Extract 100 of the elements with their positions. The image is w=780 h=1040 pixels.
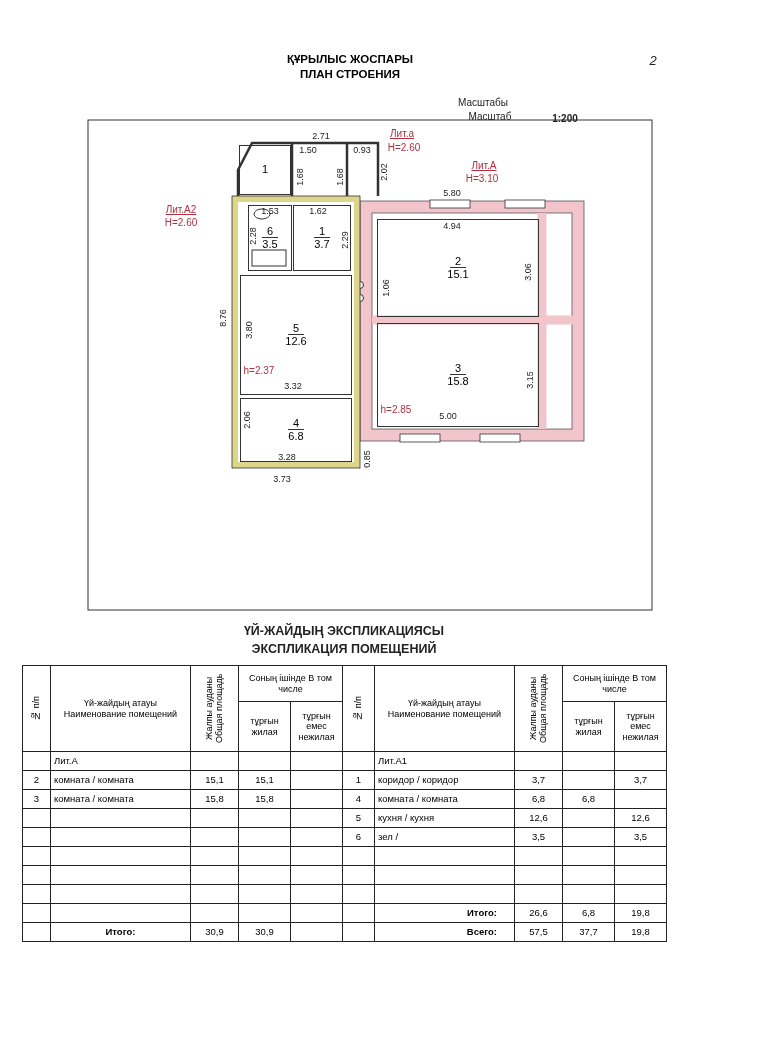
building-height-label: H=2.60 <box>387 143 421 153</box>
dimension-label: 3.06 <box>523 263 533 281</box>
room-number: 1 <box>313 224 331 238</box>
room-number: 5 <box>287 321 305 335</box>
room-outline <box>248 205 292 271</box>
room-number: 6 <box>261 224 279 238</box>
table-heading: ЭКСПЛИКАЦИЯ ПОМЕЩЕНИЙ <box>251 642 437 656</box>
area-value: 37,7 <box>579 926 598 938</box>
row-number: 6 <box>355 831 362 843</box>
page-number: 2 <box>649 53 657 67</box>
dimension-label: 2.29 <box>340 231 350 249</box>
dimension-label: 1.62 <box>309 206 327 216</box>
column-header: Соның ішінде В том числе <box>247 673 334 694</box>
area-value: 3,5 <box>531 831 546 843</box>
dimension-label: 2.71 <box>312 131 330 141</box>
column-header: тұрғын емес нежилая <box>621 711 660 742</box>
dimension-label: 1.50 <box>299 145 317 155</box>
area-value: 3,7 <box>531 774 546 786</box>
column-header: Үй-жайдың атауы Наименование помещений <box>62 698 179 719</box>
area-value: 3,5 <box>633 831 648 843</box>
room-number: 2 <box>449 254 467 268</box>
column-header: Жалпы ауданы Общая площадь <box>528 672 549 746</box>
room-area: 15.8 <box>447 374 469 389</box>
dimension-label: 4.94 <box>443 221 461 231</box>
area-value: 19,8 <box>631 926 650 938</box>
room-outline <box>240 275 352 395</box>
dimension-label: 2.02 <box>379 163 389 181</box>
room-area: 12.6 <box>285 334 307 349</box>
dimension-label: 0.85 <box>362 450 372 468</box>
room-outline <box>377 323 539 427</box>
room-name: кухня / кухня <box>378 812 435 824</box>
room-area: 3.7 <box>314 237 330 252</box>
building-height-label: H=2.60 <box>164 218 198 228</box>
dimension-label: 3.73 <box>273 474 291 484</box>
row-number: 3 <box>33 793 40 805</box>
room-area: 6.8 <box>288 429 304 444</box>
row-number: 1 <box>355 774 362 786</box>
column-header: Соның ішінде В том числе <box>571 673 658 694</box>
area-value: 6,8 <box>581 793 596 805</box>
column-header: № п/п <box>31 696 42 721</box>
section-label: Лит.А <box>54 755 78 767</box>
area-value: 19,8 <box>631 907 650 919</box>
section-label: Лит.А1 <box>378 755 408 767</box>
column-header: тұрғын жилая <box>249 716 280 737</box>
area-value: 15,1 <box>205 774 224 786</box>
dimension-label: 2.28 <box>248 227 258 245</box>
dimension-label: 3.28 <box>278 452 296 462</box>
area-value: 12,6 <box>631 812 650 824</box>
column-header: Үй-жайдың атауы Наименование помещений <box>386 698 503 719</box>
dimension-label: 8.76 <box>218 309 228 327</box>
room-outline <box>239 145 291 195</box>
room-number: 1 <box>261 163 269 177</box>
height-label: h=2.85 <box>380 405 412 415</box>
room-number: 4 <box>287 416 305 430</box>
area-value: 26,6 <box>529 907 548 919</box>
plan-title: ҚҰРЫЛЫС ЖОСПАРЫ ПЛАН СТРОЕНИЯ <box>285 52 415 82</box>
area-value: 15,8 <box>205 793 224 805</box>
row-number: 5 <box>355 812 362 824</box>
column-header: № п/п <box>353 696 364 721</box>
room-name: зел / <box>378 831 399 843</box>
total-label: Итого: <box>105 926 136 938</box>
dimension-label: 1.68 <box>335 168 345 186</box>
dimension-label: 1.06 <box>381 279 391 297</box>
dimension-label: 1.53 <box>261 206 279 216</box>
room-outline <box>293 205 351 271</box>
column-header: Жалпы ауданы Общая площадь <box>204 672 225 746</box>
room-outline <box>240 398 352 462</box>
dimension-label: 1.68 <box>295 168 305 186</box>
scale-label: Масштабы <box>458 98 508 108</box>
area-value: 30,9 <box>205 926 224 938</box>
scale-value: 1:200 <box>552 114 578 124</box>
dimension-label: 3.80 <box>244 321 254 339</box>
room-name: комната / комната <box>54 774 134 786</box>
area-value: 12,6 <box>529 812 548 824</box>
room-name: комната / комната <box>378 793 458 805</box>
height-label: h=2.37 <box>243 366 275 376</box>
room-area: 3.5 <box>262 237 278 252</box>
row-number: 4 <box>355 793 362 805</box>
dimension-label: 3.15 <box>525 371 535 389</box>
area-value: 6,8 <box>531 793 546 805</box>
scale-label: Масштаб <box>468 112 512 122</box>
dimension-label: 5.80 <box>443 188 461 198</box>
room-outline <box>377 219 539 317</box>
building-height-label: H=3.10 <box>465 174 499 184</box>
building-label: Лит.А2 <box>165 205 197 215</box>
total-label: Итого: <box>467 907 497 919</box>
dimension-label: 5.00 <box>439 411 457 421</box>
area-value: 15,1 <box>255 774 274 786</box>
area-value: 15,8 <box>255 793 274 805</box>
room-name: комната / комната <box>54 793 134 805</box>
room-area: 15.1 <box>447 267 469 282</box>
table-heading: ҮЙ-ЖАЙДЫҢ ЭКСПЛИКАЦИЯСЫ <box>243 624 445 638</box>
dimension-label: 0.93 <box>353 145 371 155</box>
area-value: 6,8 <box>581 907 596 919</box>
dimension-label: 2.06 <box>242 411 252 429</box>
area-value: 30,9 <box>255 926 274 938</box>
room-name: коридор / коридор <box>378 774 459 786</box>
column-header: тұрғын емес нежилая <box>297 711 336 742</box>
building-label: Лит.А <box>471 161 497 171</box>
area-value: 3,7 <box>633 774 648 786</box>
